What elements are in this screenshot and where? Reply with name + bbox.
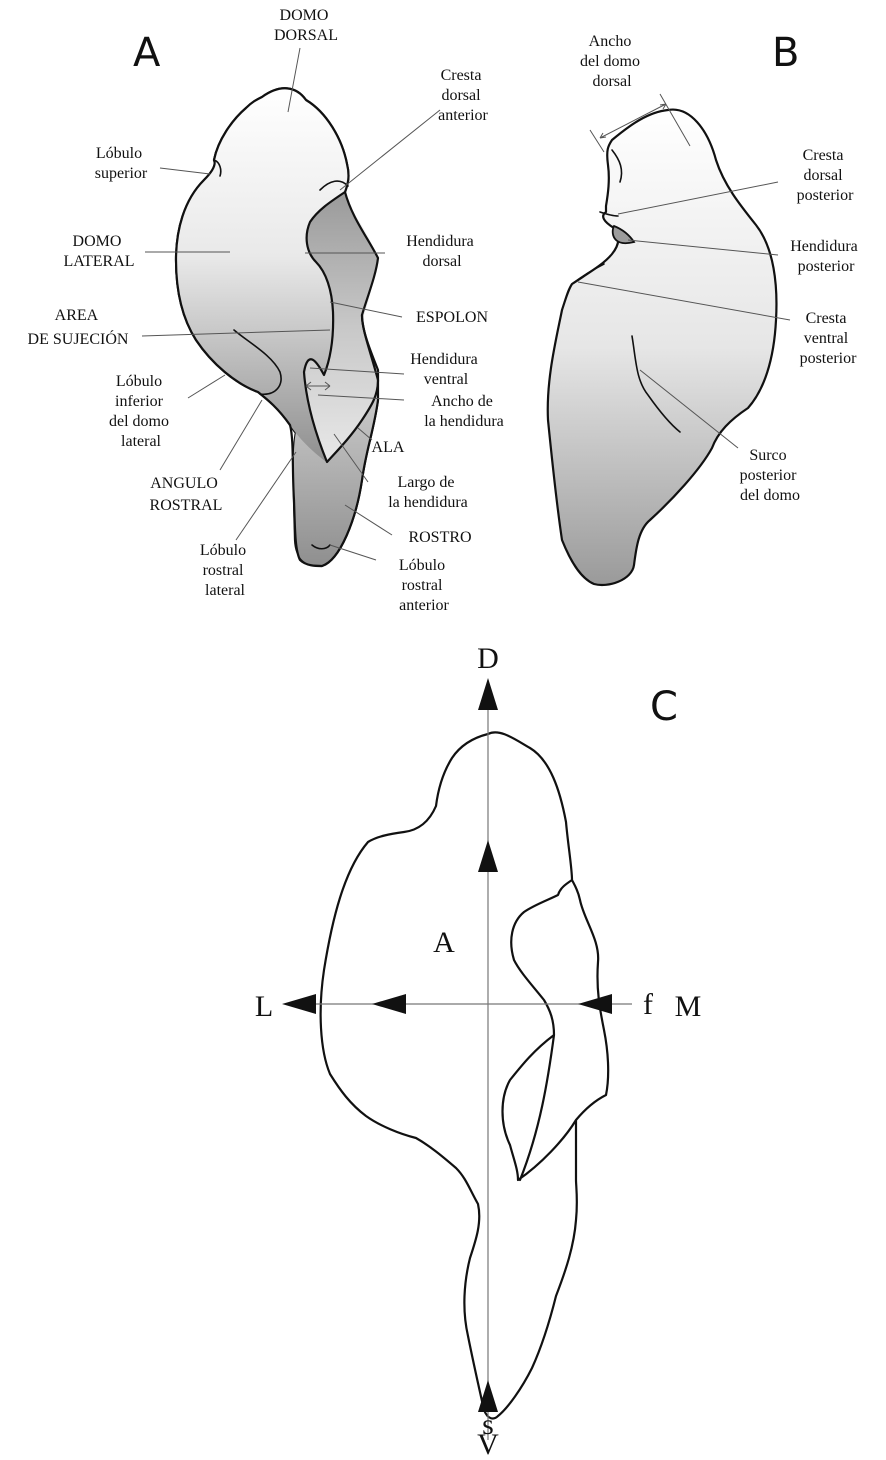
label-lobulo-rostral-lateral: Lóbulo rostral lateral [200, 542, 250, 599]
panel-c-medial-arrow-icon [578, 994, 612, 1014]
panel-c-letter: C [650, 684, 678, 730]
label-ancho-domo-dorsal: Ancho del domo dorsal [580, 33, 644, 90]
panel-c-beak-outline [321, 732, 609, 1418]
label-ala: ALA [372, 439, 405, 456]
label-rostro: ROSTRO [408, 529, 471, 546]
panel-c-inner-lateral-arrow-icon [372, 994, 406, 1014]
panel-c-letter-m: M [675, 990, 702, 1023]
label-hendidura-dorsal: Hendidura dorsal [406, 233, 478, 270]
leader-angulo-rostral [220, 400, 262, 470]
label-domo-lateral: DOMO LATERAL [63, 233, 134, 270]
panel-c-inner-dorsal-arrow-icon [478, 840, 498, 872]
label-surco-posterior: Surco posterior del domo [740, 447, 801, 504]
label-hendidura-ventral: Hendidura ventral [410, 351, 482, 388]
panel-c-letter-s: s [482, 1408, 494, 1441]
panel-a-letter: A [133, 30, 161, 76]
leader-lobulo-inferior [188, 375, 225, 398]
label-angulo-rostral: ANGULO ROSTRAL [150, 475, 223, 514]
panel-c-letter-f: f [643, 988, 653, 1021]
label-lobulo-rostral-anterior: Lóbulo rostral anterior [399, 557, 450, 614]
panel-c-letter-l: L [255, 990, 273, 1023]
label-area-sujecion: AREA DE SUJECIÓN [28, 307, 129, 348]
leader-lobulo-superior [160, 168, 210, 174]
panel-a: A DOMO DO [28, 7, 504, 614]
label-espolon: ESPOLON [416, 309, 488, 326]
panel-b-letter: B [772, 30, 799, 76]
leader-lobulo-rostral-lateral [236, 452, 296, 540]
panel-b-beak-outline [548, 110, 777, 585]
label-domo-dorsal: DOMO DORSAL [274, 7, 338, 44]
label-cresta-dorsal-posterior: Cresta dorsal posterior [797, 147, 855, 204]
label-cresta-ventral-posterior: Cresta ventral posterior [800, 310, 858, 367]
panel-b: B Ancho del domo dorsal Cresta dorsal po… [548, 30, 862, 585]
panel-c-letter-a: A [433, 926, 455, 959]
panel-c: C D V L M A f s [255, 642, 702, 1460]
label-largo-hendidura: Largo de la hendidura [388, 474, 468, 511]
label-cresta-dorsal-anterior: Cresta dorsal anterior [438, 67, 488, 124]
label-ancho-hendidura: Ancho de la hendidura [424, 393, 504, 430]
panel-c-lateral-arrow-icon [282, 994, 316, 1014]
panel-c-letter-d: D [477, 642, 499, 675]
label-lobulo-superior: Lóbulo superior [95, 145, 148, 182]
panel-c-dorsal-arrow-icon [478, 678, 498, 710]
label-lobulo-inferior: Lóbulo inferior del domo lateral [109, 373, 173, 450]
leader-cresta-dorsal-anterior [340, 110, 440, 190]
label-hendidura-posterior: Hendidura posterior [790, 238, 862, 275]
